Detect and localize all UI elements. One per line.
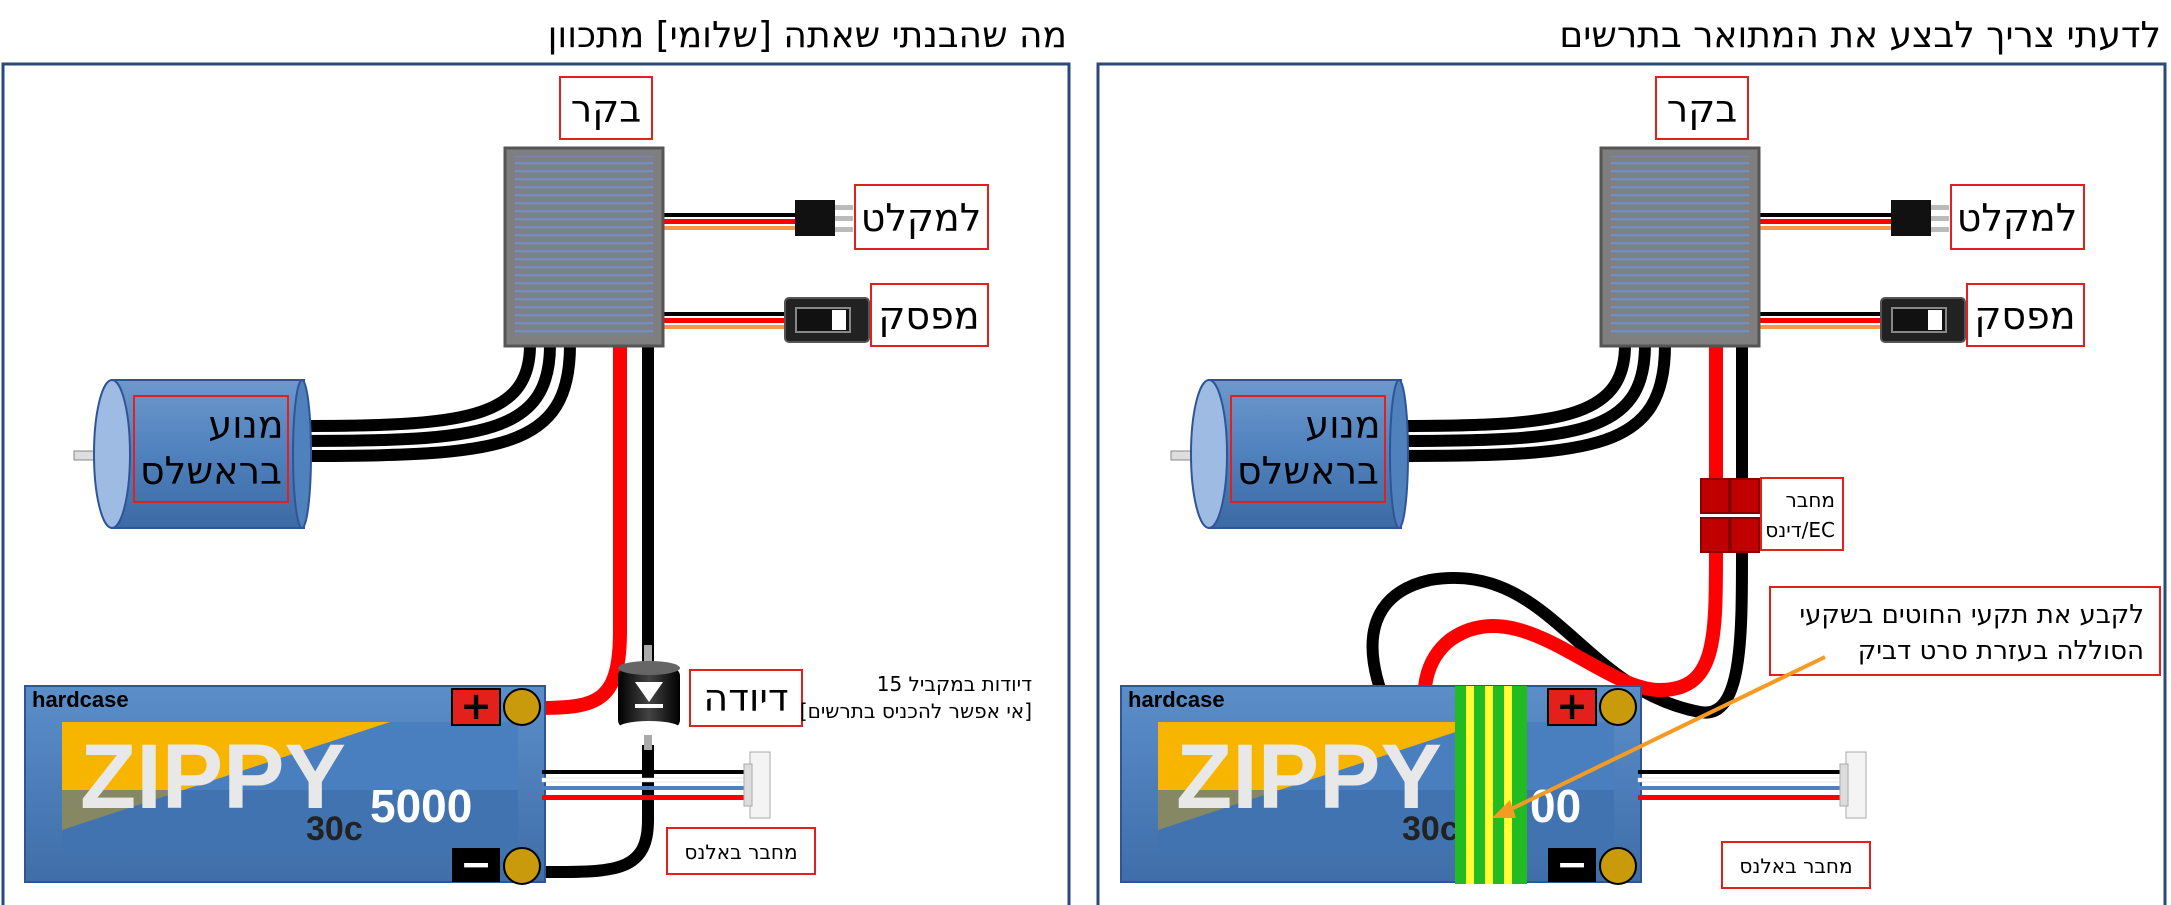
switch-label: מפסק <box>1974 294 2075 338</box>
battery-plus-sign: + <box>1556 684 1588 728</box>
battery-plus-terminal <box>503 688 541 726</box>
controller-label: בקר <box>571 87 641 131</box>
left-panel: מה שהבנתי שאתה [שלומי] מתכוון <box>1 15 1071 905</box>
receiver-label: למקלט <box>861 196 982 240</box>
deans-connector <box>1700 478 1760 553</box>
motor-label-line1: מנוע <box>1305 403 1380 447</box>
right-panel: לדעתי צריך לבצע את המתואר בתרשים <box>1096 15 2167 905</box>
motor-label-line2: בראשלס <box>140 449 282 493</box>
battery-minus-box <box>1548 848 1596 882</box>
motor <box>1170 379 1409 529</box>
motor <box>73 379 312 529</box>
battery-minus-box <box>452 848 500 882</box>
controller-label-box <box>559 76 653 140</box>
receiver-wire <box>664 213 796 230</box>
battery-brand-small: hardcase <box>1128 687 1225 712</box>
balance-lead <box>541 751 771 819</box>
battery-brand-small: hardcase <box>32 687 129 712</box>
balance-label-box <box>666 827 816 875</box>
diode-label: דיודה <box>703 676 788 720</box>
black-return-wire <box>540 745 654 878</box>
battery-minus-sign: − <box>460 842 492 886</box>
note-arrow-head <box>1492 800 1516 818</box>
battery-plus-box <box>1547 688 1597 726</box>
switch-wire <box>1760 312 1882 329</box>
receiver-label-box <box>854 184 989 250</box>
adhesive-tape <box>1455 686 1527 884</box>
switch-wire <box>664 312 786 329</box>
switch-label-box <box>1966 283 2085 347</box>
battery-plus-terminal <box>1599 688 1637 726</box>
note-box <box>1769 586 2161 676</box>
note-arrow <box>1504 655 1826 814</box>
battery-capacity: 5000 <box>370 780 472 832</box>
battery: hardcase ZIPPY 5000 30c + − <box>24 684 546 886</box>
diode-label-box <box>689 669 803 727</box>
battery-plus-box <box>451 688 501 726</box>
balance-label-box <box>1721 841 1871 889</box>
right-panel-title: לדעתי צריך לבצע את המתואר בתרשים <box>1559 15 2161 56</box>
diode <box>618 645 680 750</box>
controller-label: בקר <box>1667 87 1737 131</box>
battery-minus-sign: − <box>1556 842 1588 886</box>
switch-icon <box>1880 297 1966 343</box>
receiver-label-box <box>1950 184 2085 250</box>
right-panel-frame <box>1096 62 2167 905</box>
battery-plus-sign: + <box>460 684 492 728</box>
motor-label-box <box>133 395 289 503</box>
receiver-wire <box>1760 213 1892 230</box>
switch-label-box <box>870 283 989 347</box>
motor-label-box <box>1230 395 1386 503</box>
receiver-plug <box>1891 200 1949 236</box>
red-power-wire <box>520 345 627 715</box>
diode-note-line1: 15 דיודות במקביל <box>877 672 1032 696</box>
motor-label-line2: בראשלס <box>1237 449 1379 493</box>
motor-label-line1: מנוע <box>208 403 283 447</box>
battery-c-rating: 30c <box>306 810 363 848</box>
battery-c-rating: 30c <box>1402 810 1459 848</box>
controller-label-box <box>1655 76 1749 140</box>
receiver-label: למקלט <box>1957 196 2078 240</box>
motor-wires <box>299 344 576 462</box>
motor-wires <box>1396 344 1671 462</box>
battery-brand: ZIPPY <box>80 726 346 828</box>
battery-minus-terminal <box>503 847 541 885</box>
controller <box>1599 146 1761 348</box>
balance-label: מחבר באלנס <box>684 840 797 864</box>
battery-minus-terminal <box>1599 847 1637 885</box>
balance-label: מחבר באלנס <box>1739 854 1852 878</box>
battery: hardcase ZIPPY 00 30c + − <box>1120 684 1642 886</box>
balance-lead <box>1637 751 1867 819</box>
battery-brand: ZIPPY <box>1176 726 1442 828</box>
note-line2: הסוללה בעזרת סרט דביק <box>1858 636 2144 666</box>
connector-label-box <box>1760 477 1844 551</box>
left-panel-frame <box>1 62 1071 905</box>
switch-icon <box>784 297 870 343</box>
receiver-plug <box>795 200 853 236</box>
connector-label-line2: דינס/EC <box>1765 518 1835 542</box>
controller <box>503 146 665 348</box>
note-line1: לקבע את תקעי החוטים בשקעי <box>1799 600 2144 630</box>
connector-label-line1: מחבר <box>1785 488 1835 512</box>
switch-label: מפסק <box>878 294 979 338</box>
diode-note-line2: [אי אפשר להכניס בתרשים] <box>800 699 1032 723</box>
left-panel-title: מה שהבנתי שאתה [שלומי] מתכוון <box>548 15 1067 56</box>
